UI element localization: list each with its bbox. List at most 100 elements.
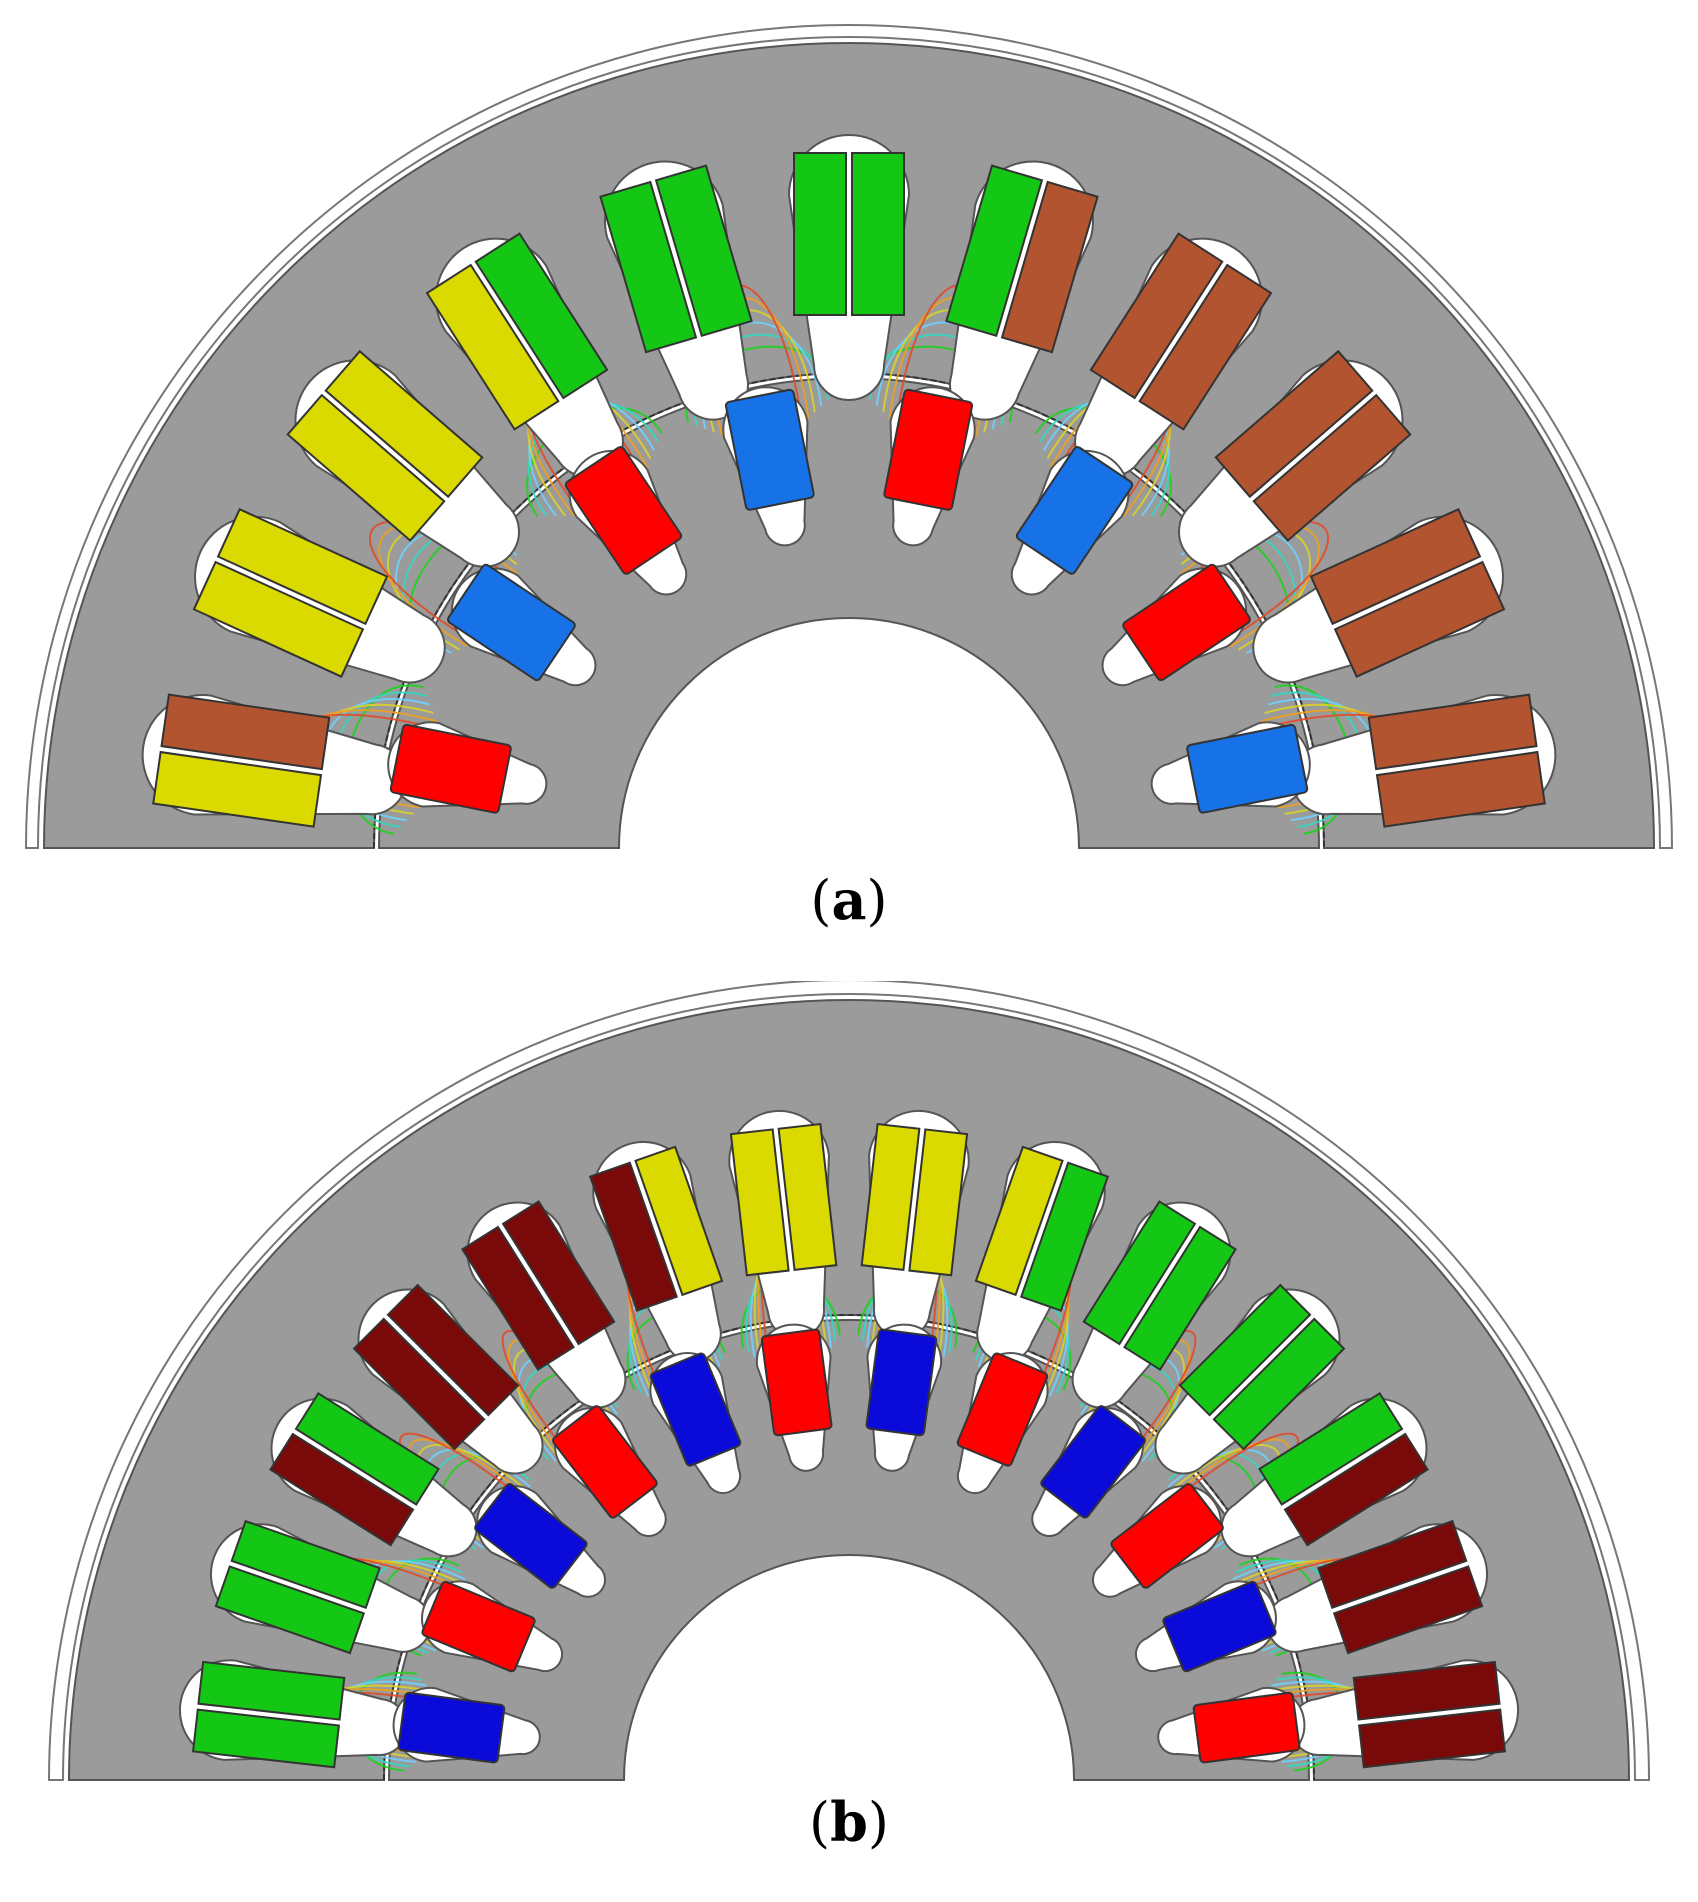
stator-coil-side — [908, 1128, 969, 1277]
stator-coil-side — [294, 1392, 440, 1506]
rotor-bar — [552, 1405, 658, 1519]
stator-slot — [425, 232, 624, 478]
stator-coil-side — [214, 1565, 366, 1655]
stator-slot — [352, 1283, 544, 1475]
stator-coil-side — [851, 152, 905, 316]
stator-coil-side — [386, 1283, 520, 1417]
stator-coil-side — [501, 1200, 616, 1346]
rotor-slot — [1031, 1405, 1146, 1537]
stator-coil-side — [1138, 263, 1273, 431]
stator-coil-side — [1019, 1161, 1110, 1312]
stator-slot — [1220, 1392, 1429, 1558]
stator-slots — [178, 1109, 1520, 1769]
rotor-slot — [1157, 1686, 1306, 1764]
stator-slot — [1178, 349, 1412, 568]
rotor-bar — [724, 388, 815, 511]
stator-slot — [588, 1141, 724, 1363]
air-gap — [383, 1314, 1315, 1781]
stator-slot — [1266, 1519, 1488, 1655]
stator-coil-side — [269, 1432, 415, 1547]
rotor-slot — [421, 1580, 564, 1673]
stator-coil-side — [1123, 1225, 1237, 1371]
stator-coil-side — [1352, 1660, 1501, 1721]
stator-coil-side — [461, 1225, 575, 1371]
stator-slot — [178, 1659, 408, 1769]
rotor-slot — [1150, 721, 1311, 814]
rotor-bar — [421, 1580, 536, 1673]
stator-coil-side — [1332, 1565, 1484, 1655]
rotor-slot — [883, 386, 976, 547]
rotor-bar — [564, 446, 683, 575]
stator-slot — [945, 160, 1099, 421]
stator-coil-side — [474, 232, 609, 400]
stator-slot — [192, 507, 446, 684]
rotor-bar — [883, 388, 974, 511]
stator-coil-side — [216, 507, 389, 626]
rotor-bar — [1122, 563, 1251, 682]
stator-coil-side — [352, 1317, 486, 1451]
stator-coil-side — [1252, 393, 1412, 542]
rotor-slots — [392, 1323, 1306, 1764]
rotor-bar — [865, 1328, 938, 1437]
stator-coil-side — [1309, 507, 1482, 626]
rotor-slot — [649, 1352, 742, 1495]
figure-b-motor-cross-section — [47, 981, 1651, 1781]
rotor-slot — [392, 1686, 541, 1764]
stator-coil-side — [793, 152, 847, 316]
rotor-slot — [865, 1323, 943, 1472]
stator-slot — [1154, 1283, 1346, 1475]
stator-slot — [1071, 1200, 1237, 1409]
rotor-bar — [1040, 1405, 1146, 1519]
rotor-slot — [1010, 446, 1134, 596]
stator-coil-side — [1283, 1432, 1429, 1547]
stator-coil-side — [1212, 1317, 1346, 1451]
rotor-slot — [474, 1483, 606, 1598]
stator-coil-side — [945, 164, 1044, 337]
stator-coil-side — [1082, 1200, 1197, 1346]
caption-b: (b) — [809, 1790, 889, 1854]
stator-coil-side — [324, 349, 484, 499]
stator-slot — [286, 349, 520, 568]
stator-slot — [269, 1392, 478, 1558]
stator-coil-side — [425, 263, 560, 431]
frame-ring — [24, 24, 1674, 849]
stator-coil-side — [1375, 750, 1546, 828]
stator-coil-side — [160, 693, 331, 771]
stator-coil-side — [1178, 1283, 1312, 1417]
rotor-slot — [564, 446, 688, 596]
stator-slot — [1290, 1659, 1520, 1769]
stator-coil-side — [1089, 232, 1224, 400]
stator-slot — [728, 1109, 838, 1339]
stator-slot — [599, 160, 753, 421]
stator-slots — [141, 134, 1557, 828]
rotor-bar — [760, 1328, 833, 1437]
stator-coil-side — [1358, 1708, 1507, 1769]
rotor-bar — [1186, 723, 1309, 814]
rotor-slot — [1092, 1483, 1224, 1598]
stator-coil-side — [286, 393, 446, 542]
stator-slot — [974, 1141, 1110, 1363]
stator-coil-side — [1317, 1519, 1468, 1610]
stator-coil-side — [1000, 180, 1099, 354]
rotor-bar — [1162, 1580, 1277, 1673]
stator-coil-side — [152, 750, 323, 828]
rotor-slot — [552, 1405, 667, 1537]
rotor-bar — [1110, 1483, 1224, 1589]
rotor-bar — [397, 1691, 506, 1764]
rotor-slot — [755, 1323, 833, 1472]
stator-coil-side — [1214, 349, 1374, 499]
rotor-bar — [474, 1483, 588, 1589]
rotor-bar — [389, 723, 512, 814]
rotor-slot — [722, 386, 815, 547]
stator-coil-side — [230, 1519, 381, 1610]
stator-coil-side — [777, 1122, 838, 1271]
stator-coil-side — [599, 180, 698, 354]
stator-coil-side — [1367, 693, 1538, 771]
rotor-slot — [447, 563, 597, 687]
stator-coil-side — [654, 164, 753, 337]
rotor-slot — [956, 1352, 1049, 1495]
rotor-slot — [387, 721, 548, 814]
stator-coil-side — [974, 1145, 1064, 1297]
stator-coil-side — [191, 1708, 340, 1769]
rotor-bar — [447, 563, 576, 682]
